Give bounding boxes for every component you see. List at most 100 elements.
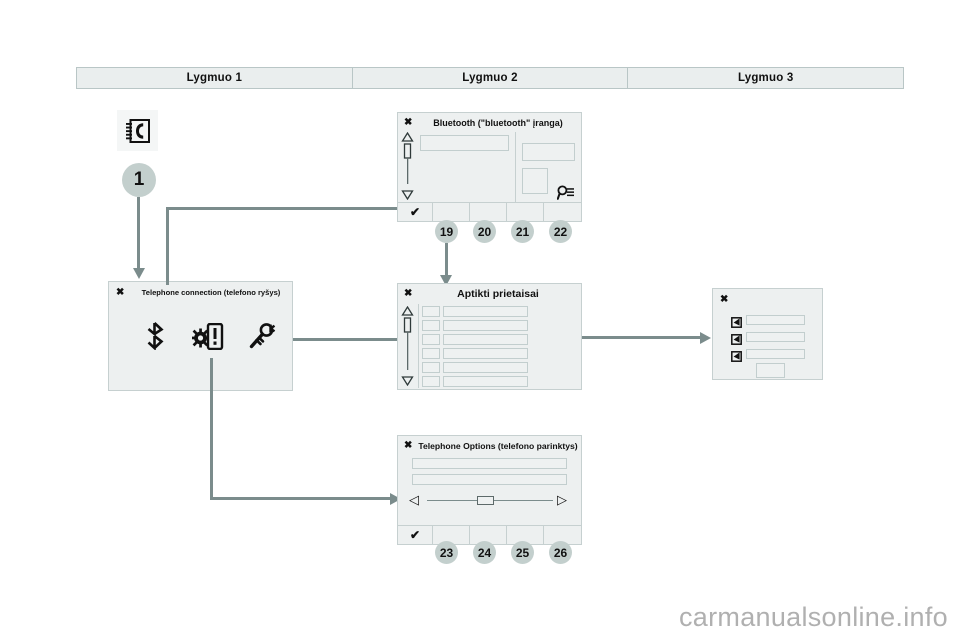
connector-badge1-arrowhead [133, 268, 145, 279]
connector-options-horizontal [210, 497, 392, 500]
connector-options-vertical [210, 358, 213, 500]
check-icon: ✔ [409, 528, 421, 542]
badge-21: 21 [511, 220, 534, 243]
connector-bt-to-devices-vertical [445, 243, 448, 279]
site-watermark: carmanualsonline.info [679, 602, 948, 632]
device-name [443, 348, 528, 359]
bluetooth-scrollbar[interactable] [401, 131, 414, 201]
device-tag [422, 320, 440, 331]
badge-24: 24 [473, 541, 496, 564]
panel-title: Aptikti prietaisai [457, 288, 539, 300]
option-label [746, 315, 805, 325]
phone-settings-alert-icon[interactable] [192, 322, 224, 355]
close-icon[interactable]: ✖ [404, 288, 413, 299]
bluetooth-confirm-button[interactable]: ✔ [398, 203, 433, 221]
options-footer-button-2[interactable] [433, 526, 470, 544]
devices-panel: ✖ Aptikti prietaisai [397, 283, 582, 390]
checkbox-checked-icon[interactable] [731, 332, 742, 350]
device-name [443, 362, 528, 373]
slider-thumb[interactable] [477, 496, 494, 505]
checkbox-checked-icon[interactable] [731, 349, 742, 367]
option-label [746, 349, 805, 359]
badge-20: 20 [473, 220, 496, 243]
checkbox-checked-icon-glyph [731, 317, 742, 328]
close-icon[interactable]: ✖ [404, 440, 413, 451]
bluetooth-icon-glyph [147, 322, 164, 351]
bluetooth-status-field[interactable] [522, 143, 575, 161]
panel-title: Bluetooth ("bluetooth" įranga) [433, 118, 563, 128]
close-icon[interactable]: ✖ [404, 117, 413, 128]
device-tag [422, 376, 440, 387]
bluetooth-name-field[interactable] [420, 135, 509, 151]
close-icon[interactable]: ✖ [720, 294, 729, 305]
magnifier-list-icon-glyph [556, 185, 574, 200]
device-tag [422, 362, 440, 373]
connector-devices-horizontal [293, 338, 399, 341]
badge-25: 25 [511, 541, 534, 564]
devices-scrollbar[interactable] [401, 305, 414, 387]
device-search-key-icon-glyph [249, 323, 276, 349]
telephone-connection-panel: ✖ Telephone connection (telefono ryšys) [108, 281, 293, 391]
option-row-2[interactable] [412, 474, 567, 485]
bluetooth-footer-button-5[interactable] [544, 203, 581, 221]
device-name [443, 320, 528, 331]
device-tag [422, 348, 440, 359]
close-icon[interactable]: ✖ [116, 287, 125, 298]
header-cell-level-1: Lygmuo 1 [77, 68, 353, 88]
connector-bt-to-devices-arrowhead [440, 275, 452, 286]
scrollbar-glyph [401, 305, 414, 387]
connector-devices-to-level3-arrowhead [700, 332, 711, 344]
badge-23: 23 [435, 541, 458, 564]
device-tag [422, 306, 440, 317]
device-search-key-icon[interactable] [249, 323, 277, 355]
connector-bluetooth-vertical [166, 207, 169, 285]
options-footer-button-4[interactable] [507, 526, 544, 544]
options-footer-strip: ✔ [398, 525, 581, 544]
connector-badge1-to-telephone-panel [137, 197, 140, 270]
bluetooth-panel: ✖ Bluetooth ("bluetooth" įranga) [397, 112, 582, 222]
connector-options-arrowhead [390, 493, 401, 505]
checkbox-checked-icon-glyph [731, 351, 742, 362]
devices-list-divider [418, 304, 419, 388]
options-confirm-button[interactable]: ✔ [398, 526, 433, 544]
phonebook-icon-glyph [125, 118, 150, 143]
bluetooth-footer-button-2[interactable] [433, 203, 470, 221]
bluetooth-icon[interactable] [145, 322, 167, 355]
badge-19: 19 [435, 220, 458, 243]
options-footer-button-3[interactable] [470, 526, 507, 544]
magnifier-list-icon[interactable] [556, 185, 575, 206]
device-name [443, 306, 528, 317]
volume-slider[interactable]: ◁ ▷ [409, 492, 571, 509]
bluetooth-device-field[interactable] [522, 168, 548, 194]
phone-settings-alert-icon-glyph [192, 322, 224, 351]
badge-22: 22 [549, 220, 572, 243]
option-row-1[interactable] [412, 458, 567, 469]
header-cell-level-2: Lygmuo 2 [353, 68, 629, 88]
slider-decrease-icon[interactable]: ◁ [409, 492, 419, 507]
bluetooth-footer-button-4[interactable] [507, 203, 544, 221]
check-icon: ✔ [409, 205, 421, 219]
level-header-table: Lygmuo 1 Lygmuo 2 Lygmuo 3 [76, 67, 904, 89]
bluetooth-footer-button-3[interactable] [470, 203, 507, 221]
connector-devices-to-level3 [582, 336, 702, 339]
option-label [746, 332, 805, 342]
device-tag [422, 334, 440, 345]
panel-title: Telephone connection (telefono ryšys) [141, 288, 281, 297]
header-cell-level-3: Lygmuo 3 [737, 72, 794, 84]
step-badge-1: 1 [122, 163, 156, 197]
device-name [443, 376, 528, 387]
level3-panel: ✖ [712, 288, 823, 380]
connector-bluetooth-horizontal [166, 207, 411, 210]
bluetooth-footer-strip: ✔ [398, 202, 581, 221]
panel-title: Telephone Options (telefono parinktys) [418, 441, 578, 451]
telephone-options-panel: ✖ Telephone Options (telefono parinktys)… [397, 435, 582, 545]
bluetooth-column-divider [515, 132, 516, 202]
slider-increase-icon[interactable]: ▷ [557, 492, 567, 507]
badge-26: 26 [549, 541, 572, 564]
phonebook-icon[interactable] [117, 110, 158, 151]
level3-confirm-button[interactable] [756, 363, 785, 378]
checkbox-checked-icon[interactable] [731, 315, 742, 333]
device-name [443, 334, 528, 345]
checkbox-checked-icon-glyph [731, 334, 742, 345]
